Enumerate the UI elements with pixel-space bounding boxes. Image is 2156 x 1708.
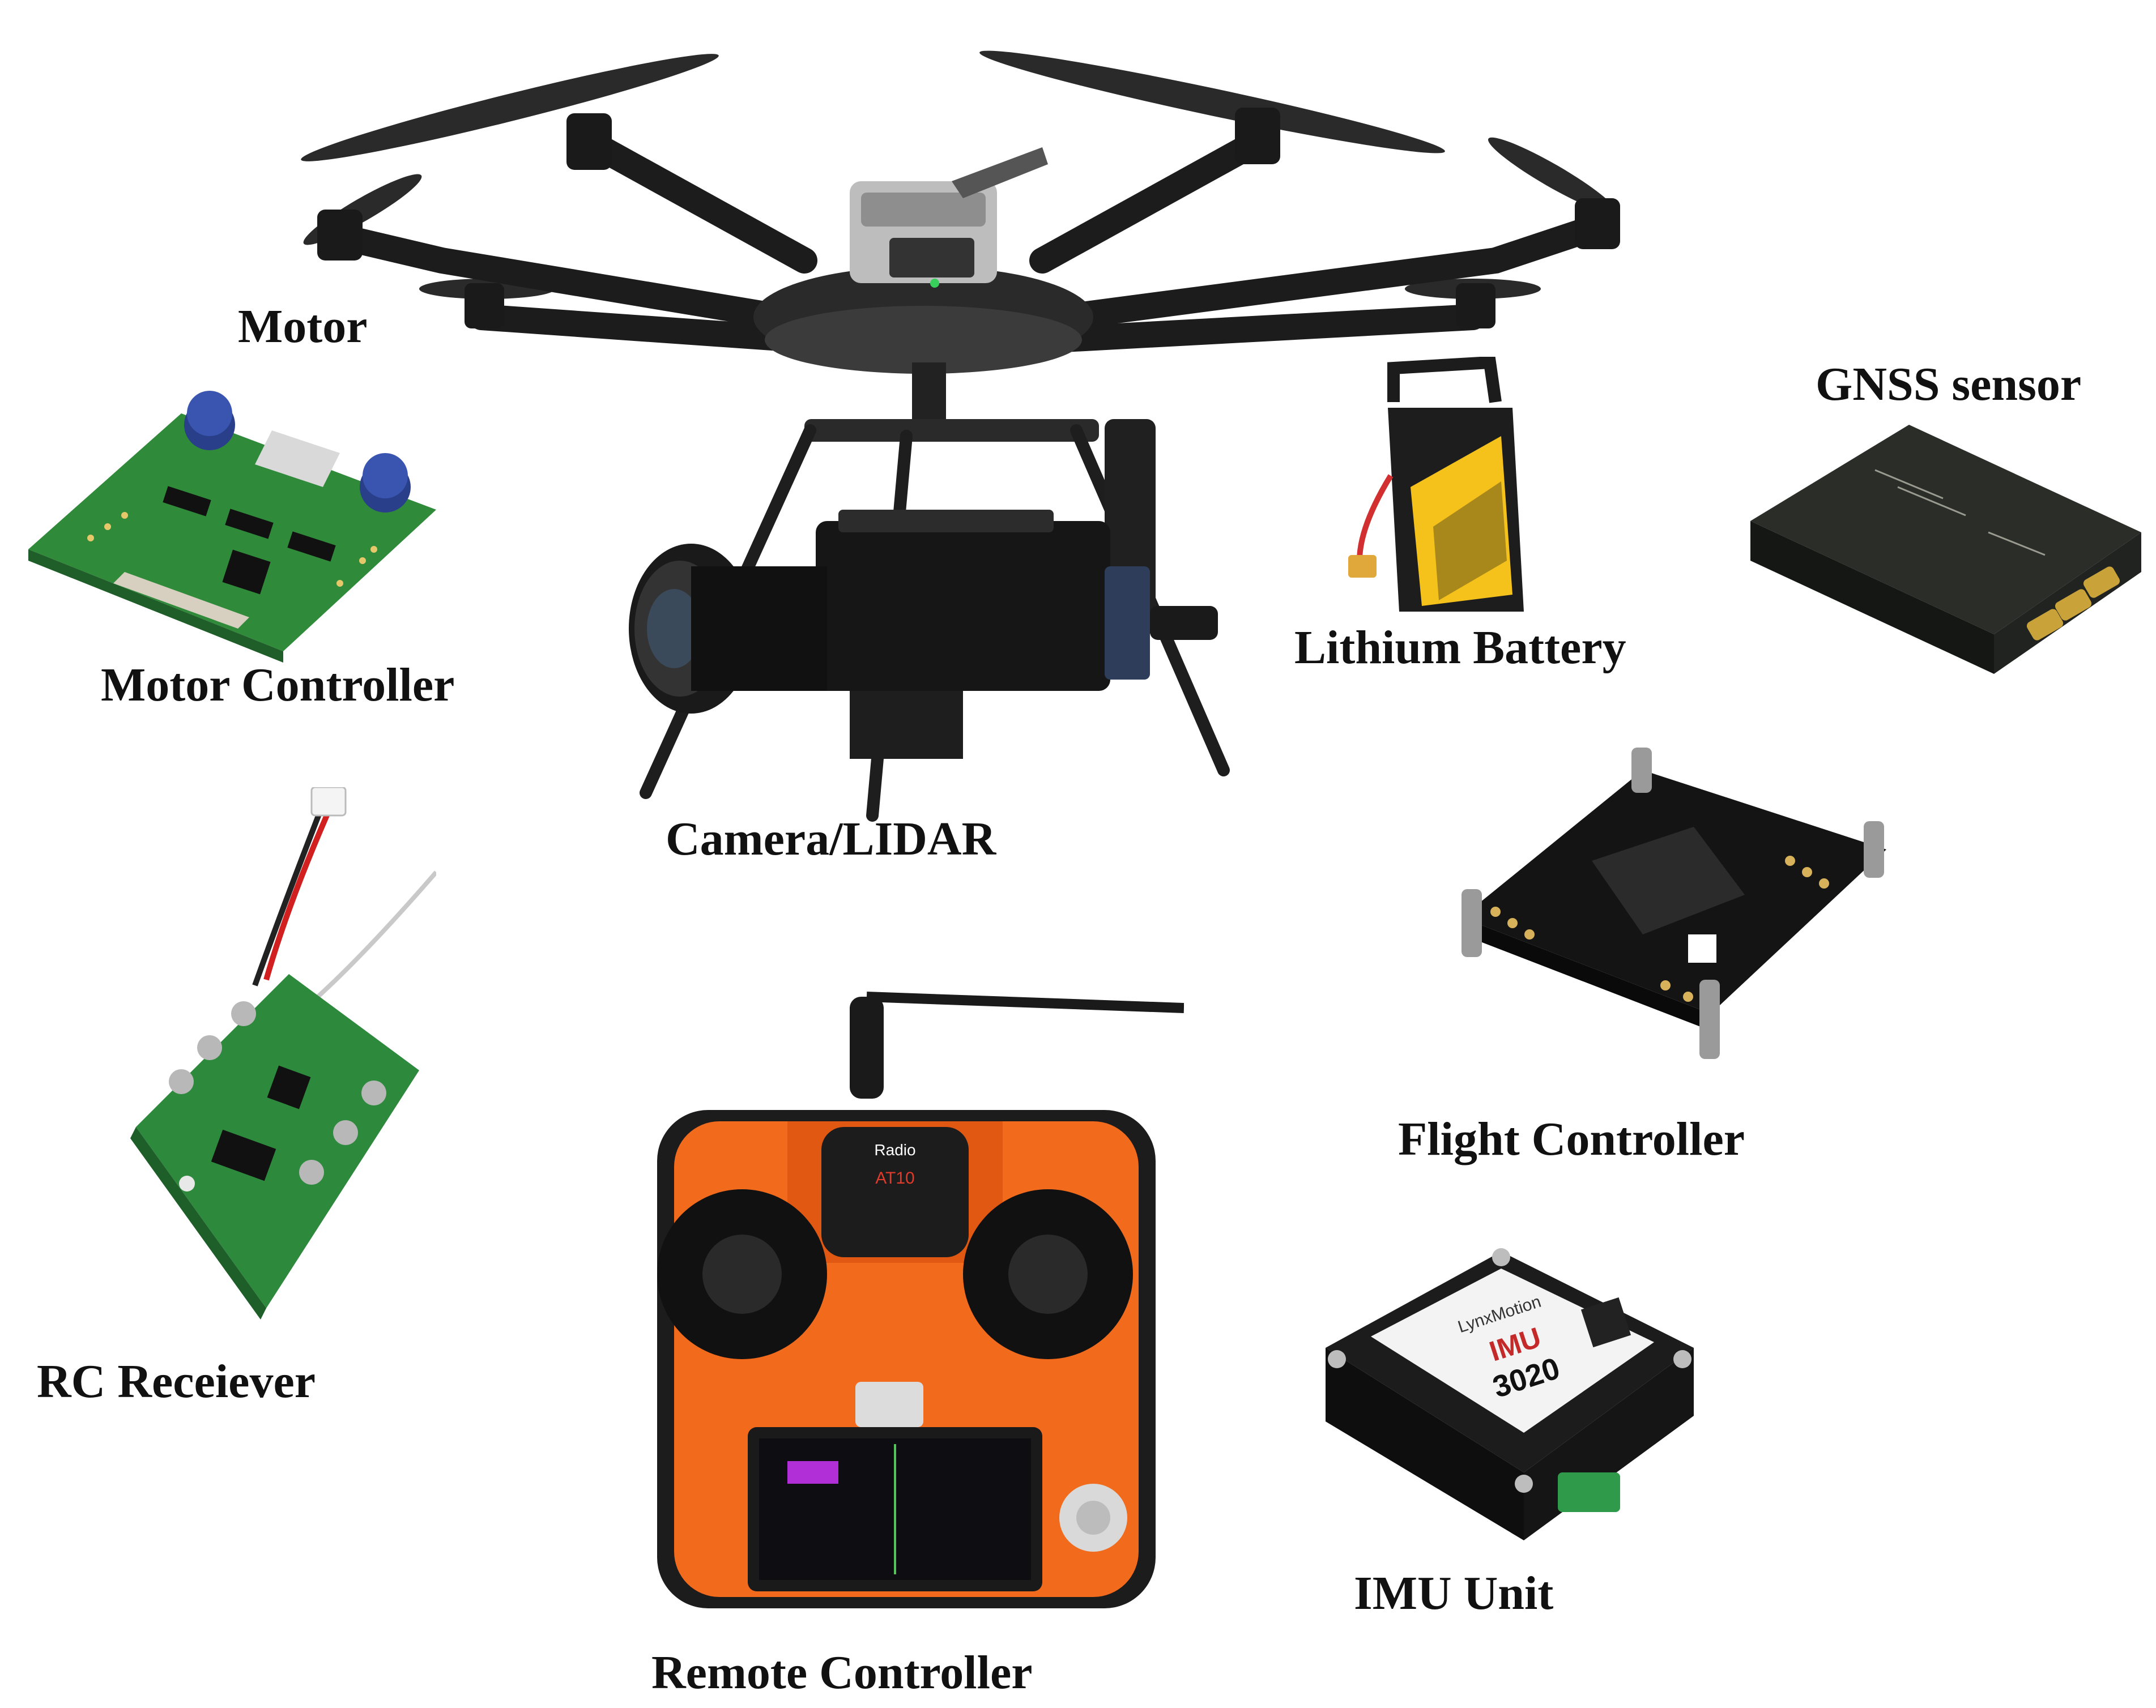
lithium-battery-image [1348,357,1541,617]
rc-receiver-image [119,787,436,1331]
label-motor-controller: Motor Controller [101,659,455,711]
label-remote-controller: Remote Controller [651,1646,1033,1699]
label-camera-lidar: Camera/LIDAR [666,813,996,865]
remote-model-text: AT10 [875,1169,914,1188]
imu-unit-image: LynxMotion IMU 3020 [1314,1235,1699,1552]
motor-controller-image [23,379,442,663]
remote-controller-image: Radio AT10 [640,991,1184,1620]
label-rc-receiver: RC Receiever [37,1355,316,1408]
label-lithium-battery: Lithium Battery [1294,621,1626,674]
label-gnss-sensor: GNSS sensor [1816,358,2082,411]
drone-image [295,23,1665,827]
label-imu-unit: IMU Unit [1354,1567,1554,1620]
gnss-sensor-image [1728,419,2147,680]
remote-brand-text: Radio [874,1141,915,1159]
flight-controller-image [1450,748,1892,1065]
label-flight-controller: Flight Controller [1398,1113,1745,1165]
label-motor: Motor [238,300,368,353]
